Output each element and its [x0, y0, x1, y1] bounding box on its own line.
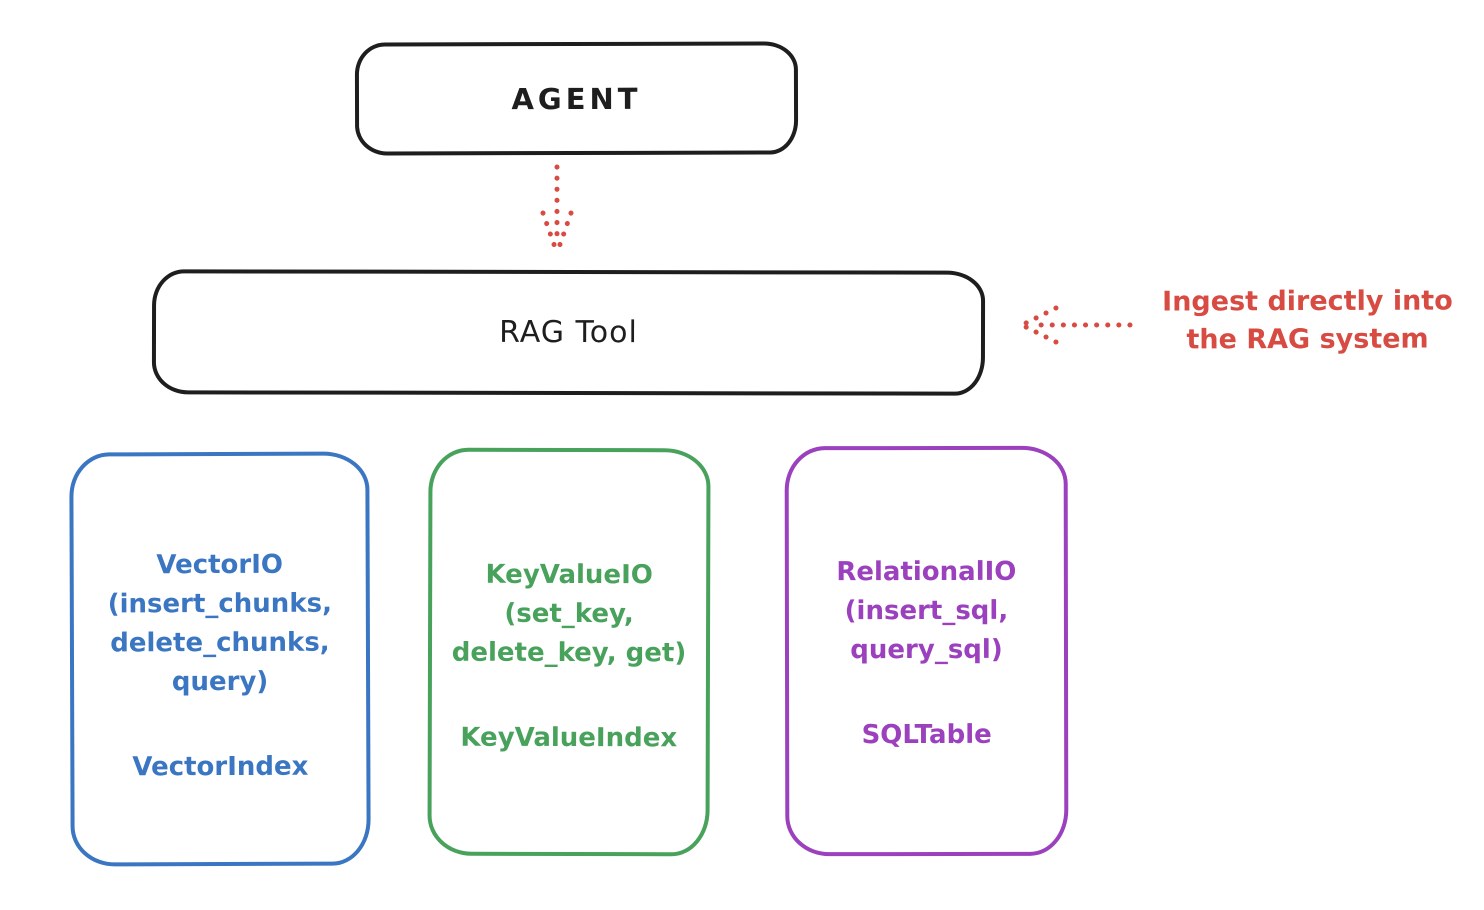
- relational-io-box: RelationalIO (insert_sql, query_sql) SQL…: [784, 445, 1069, 857]
- ingest-annotation: Ingest directly into the RAG system: [1135, 282, 1480, 359]
- keyvalue-io-label: KeyValueIO (set_key, delete_key, get): [451, 559, 687, 669]
- agent-label: AGENT: [511, 81, 642, 116]
- arrow-annotation-to-ragtool-icon: [1019, 305, 1133, 345]
- arrow-agent-to-ragtool-icon: [540, 164, 574, 256]
- vector-io-label: VectorIO (insert_chunks, delete_chunks, …: [107, 549, 332, 698]
- rag-tool-label: RAG Tool: [499, 314, 638, 351]
- keyvalue-index-label: KeyValueIndex: [460, 722, 678, 754]
- keyvalue-io-box: KeyValueIO (set_key, delete_key, get) Ke…: [427, 447, 711, 857]
- relational-io-label: RelationalIO (insert_sql, query_sql): [836, 556, 1017, 666]
- rag-tool-node: RAG Tool: [151, 269, 986, 396]
- vector-index-label: VectorIndex: [132, 751, 309, 783]
- vector-io-box: VectorIO (insert_chunks, delete_chunks, …: [69, 451, 371, 867]
- agent-node: AGENT: [354, 41, 799, 156]
- ingest-annotation-line2: the RAG system: [1186, 323, 1429, 356]
- sql-table-label: SQLTable: [861, 719, 992, 751]
- ingest-annotation-line1: Ingest directly into: [1162, 285, 1453, 318]
